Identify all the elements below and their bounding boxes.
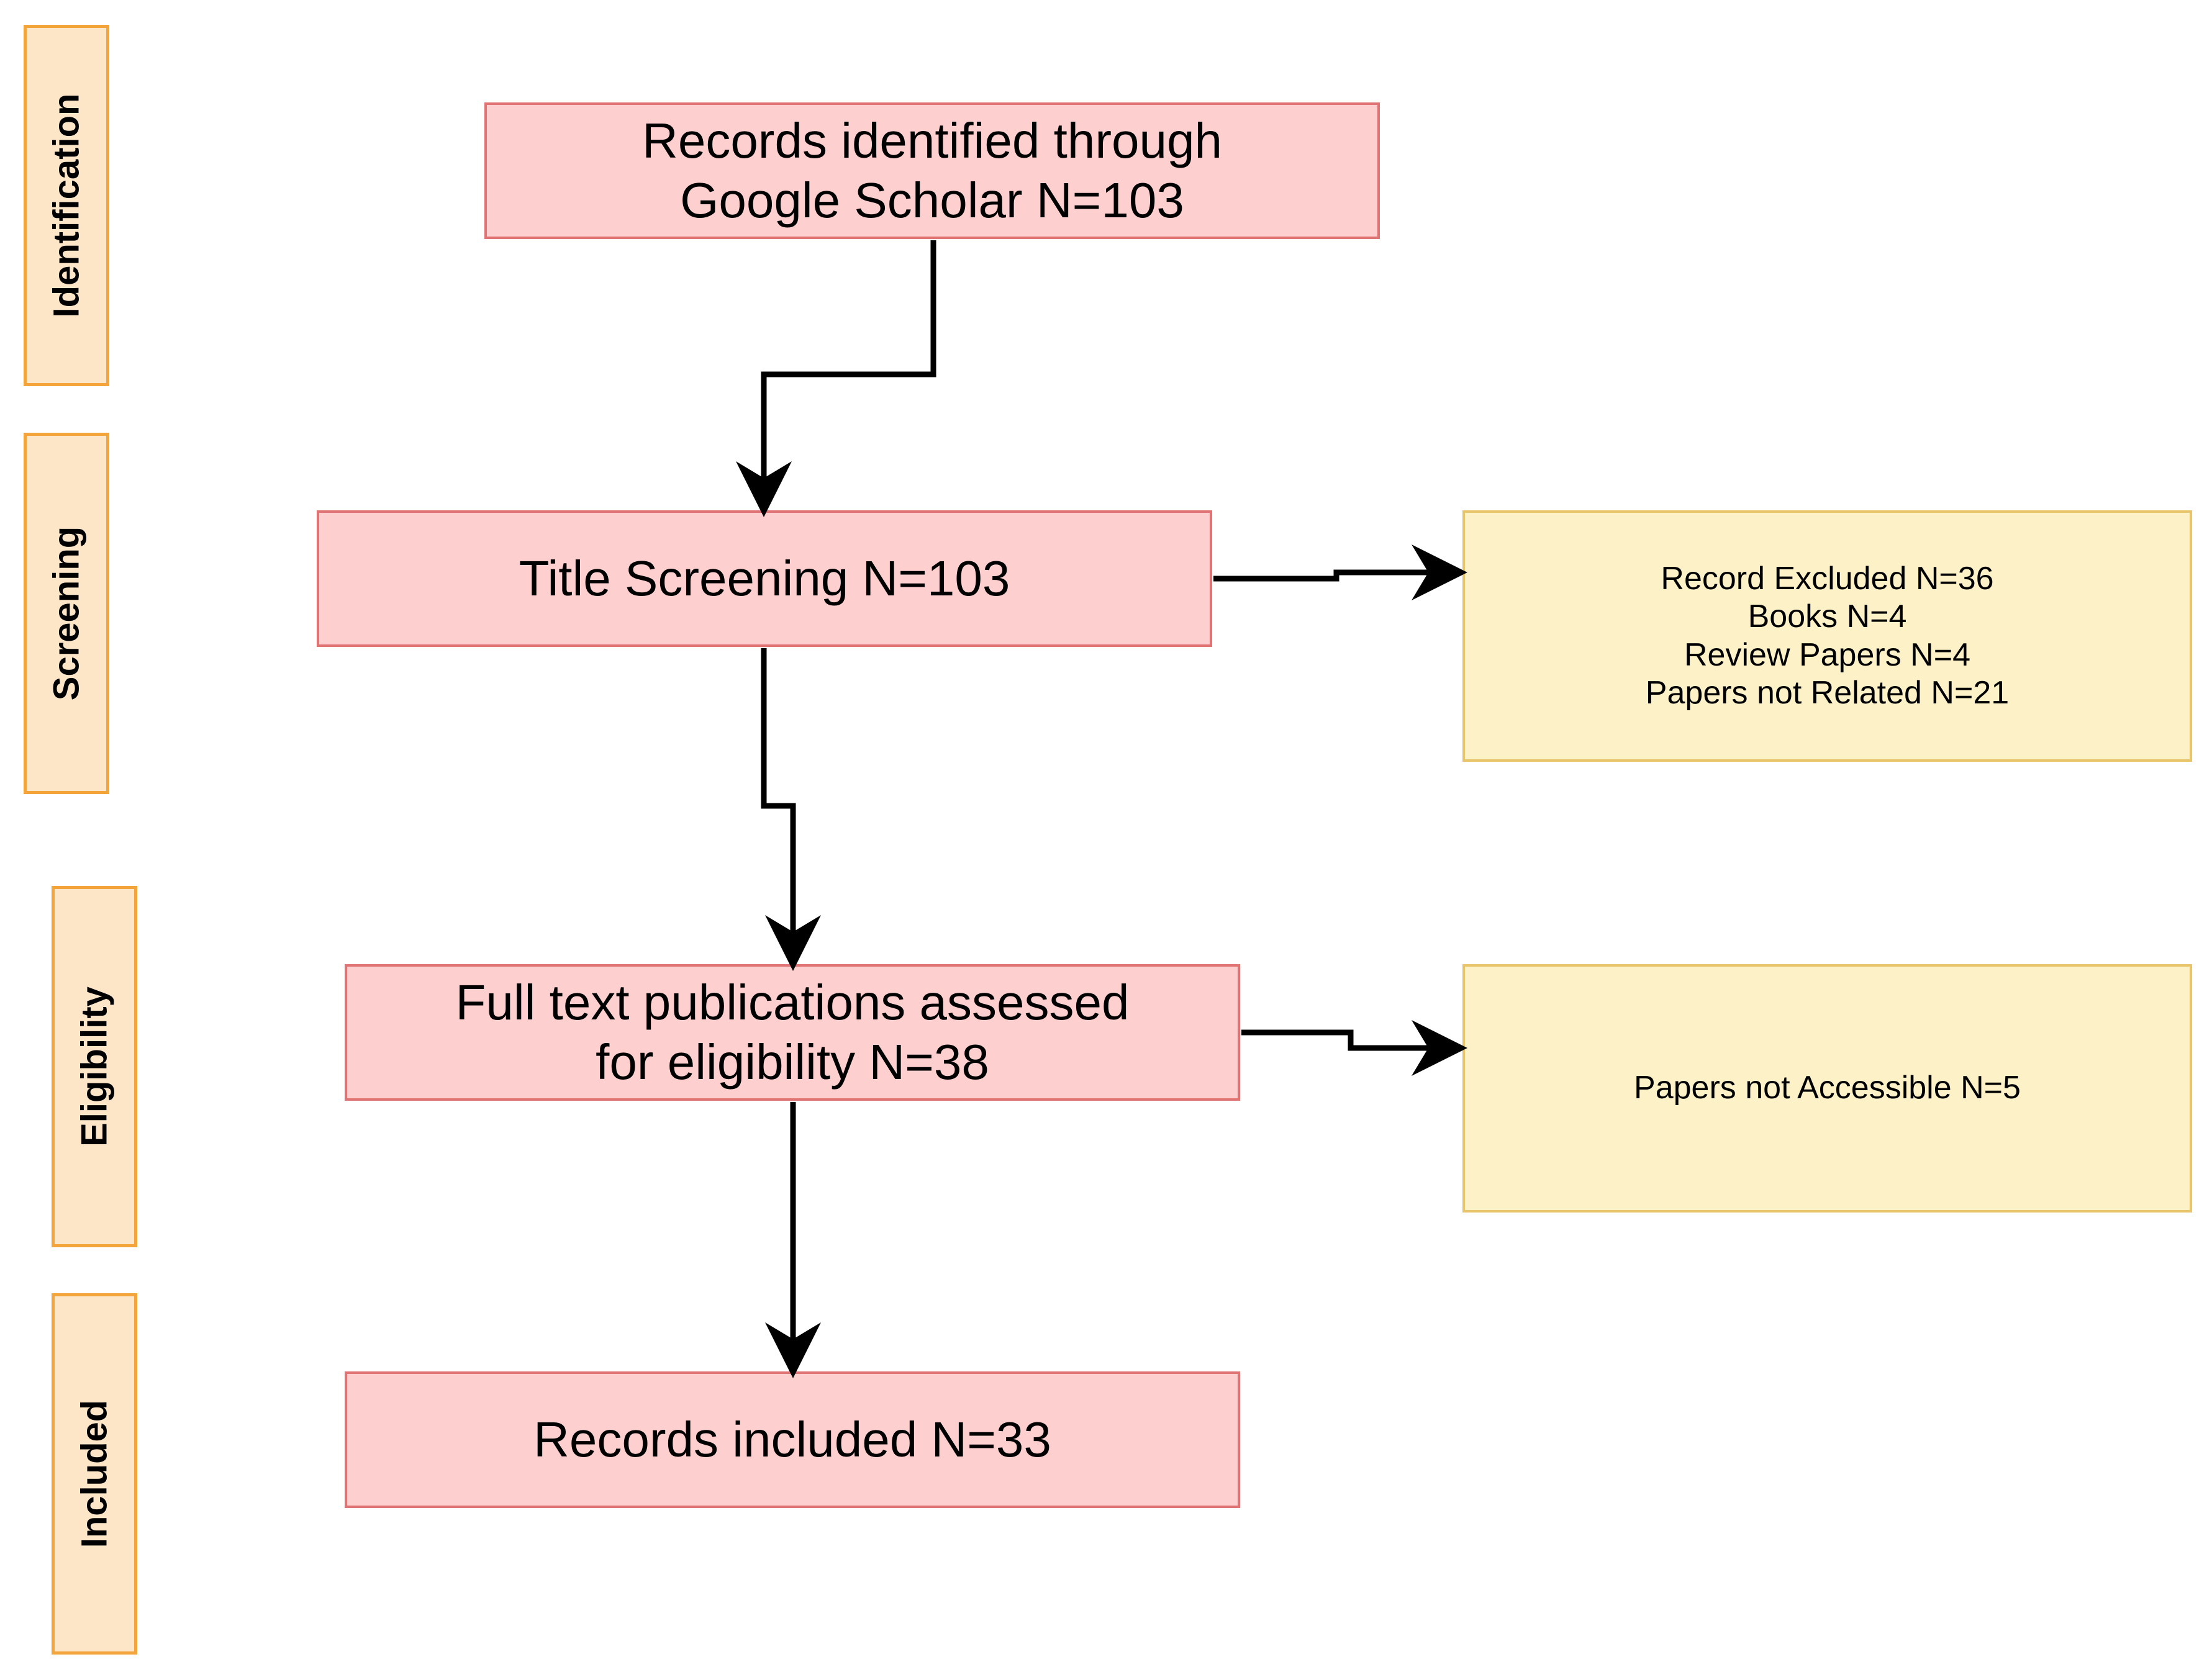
excluded-screening-box: Record Excluded N=36 Books N=4 Review Pa… bbox=[1462, 510, 2192, 762]
arrow-screening-to-eligibility bbox=[761, 648, 821, 971]
arrow-screening-to-excluded bbox=[1213, 544, 1467, 600]
records-identified-line-1: Records identified through bbox=[642, 113, 1222, 168]
full-text-assessed-box: Full text publications assessed for elig… bbox=[345, 964, 1240, 1101]
records-included-box: Records included N=33 bbox=[345, 1371, 1240, 1508]
arrow-eligibility-to-excluded bbox=[1241, 1020, 1467, 1076]
excluded-eligibility-box: Papers not Accessible N=5 bbox=[1462, 964, 2192, 1213]
stage-label-eligibility: Eligibility bbox=[52, 886, 137, 1247]
stage-label-identification: Identification bbox=[24, 25, 109, 386]
stage-label-screening: Screening bbox=[24, 433, 109, 794]
title-screening-line-1: Title Screening N=103 bbox=[519, 551, 1010, 606]
records-included-line-1: Records included N=33 bbox=[533, 1412, 1051, 1467]
stage-text-identification: Identification bbox=[46, 93, 87, 318]
excluded-screening-line-1: Record Excluded N=36 bbox=[1661, 560, 1994, 597]
stage-label-included: Included bbox=[52, 1293, 137, 1655]
full-text-assessed-line-2: for eligibility N=38 bbox=[596, 1034, 989, 1090]
excluded-eligibility-line-1: Papers not Accessible N=5 bbox=[1634, 1070, 2021, 1106]
excluded-screening-line-4: Papers not Related N=21 bbox=[1645, 674, 2010, 711]
records-identified-box: Records identified through Google Schola… bbox=[484, 102, 1380, 239]
stage-text-eligibility: Eligibility bbox=[74, 987, 115, 1147]
stage-text-screening: Screening bbox=[46, 526, 87, 701]
full-text-assessed-line-1: Full text publications assessed bbox=[455, 975, 1130, 1030]
title-screening-box: Title Screening N=103 bbox=[317, 510, 1212, 647]
excluded-screening-line-3: Review Papers N=4 bbox=[1684, 636, 1970, 673]
arrow-identified-to-screening bbox=[736, 240, 936, 517]
stage-text-included: Included bbox=[74, 1399, 115, 1548]
excluded-screening-line-2: Books N=4 bbox=[1747, 598, 1907, 635]
records-identified-line-2: Google Scholar N=103 bbox=[680, 173, 1184, 228]
